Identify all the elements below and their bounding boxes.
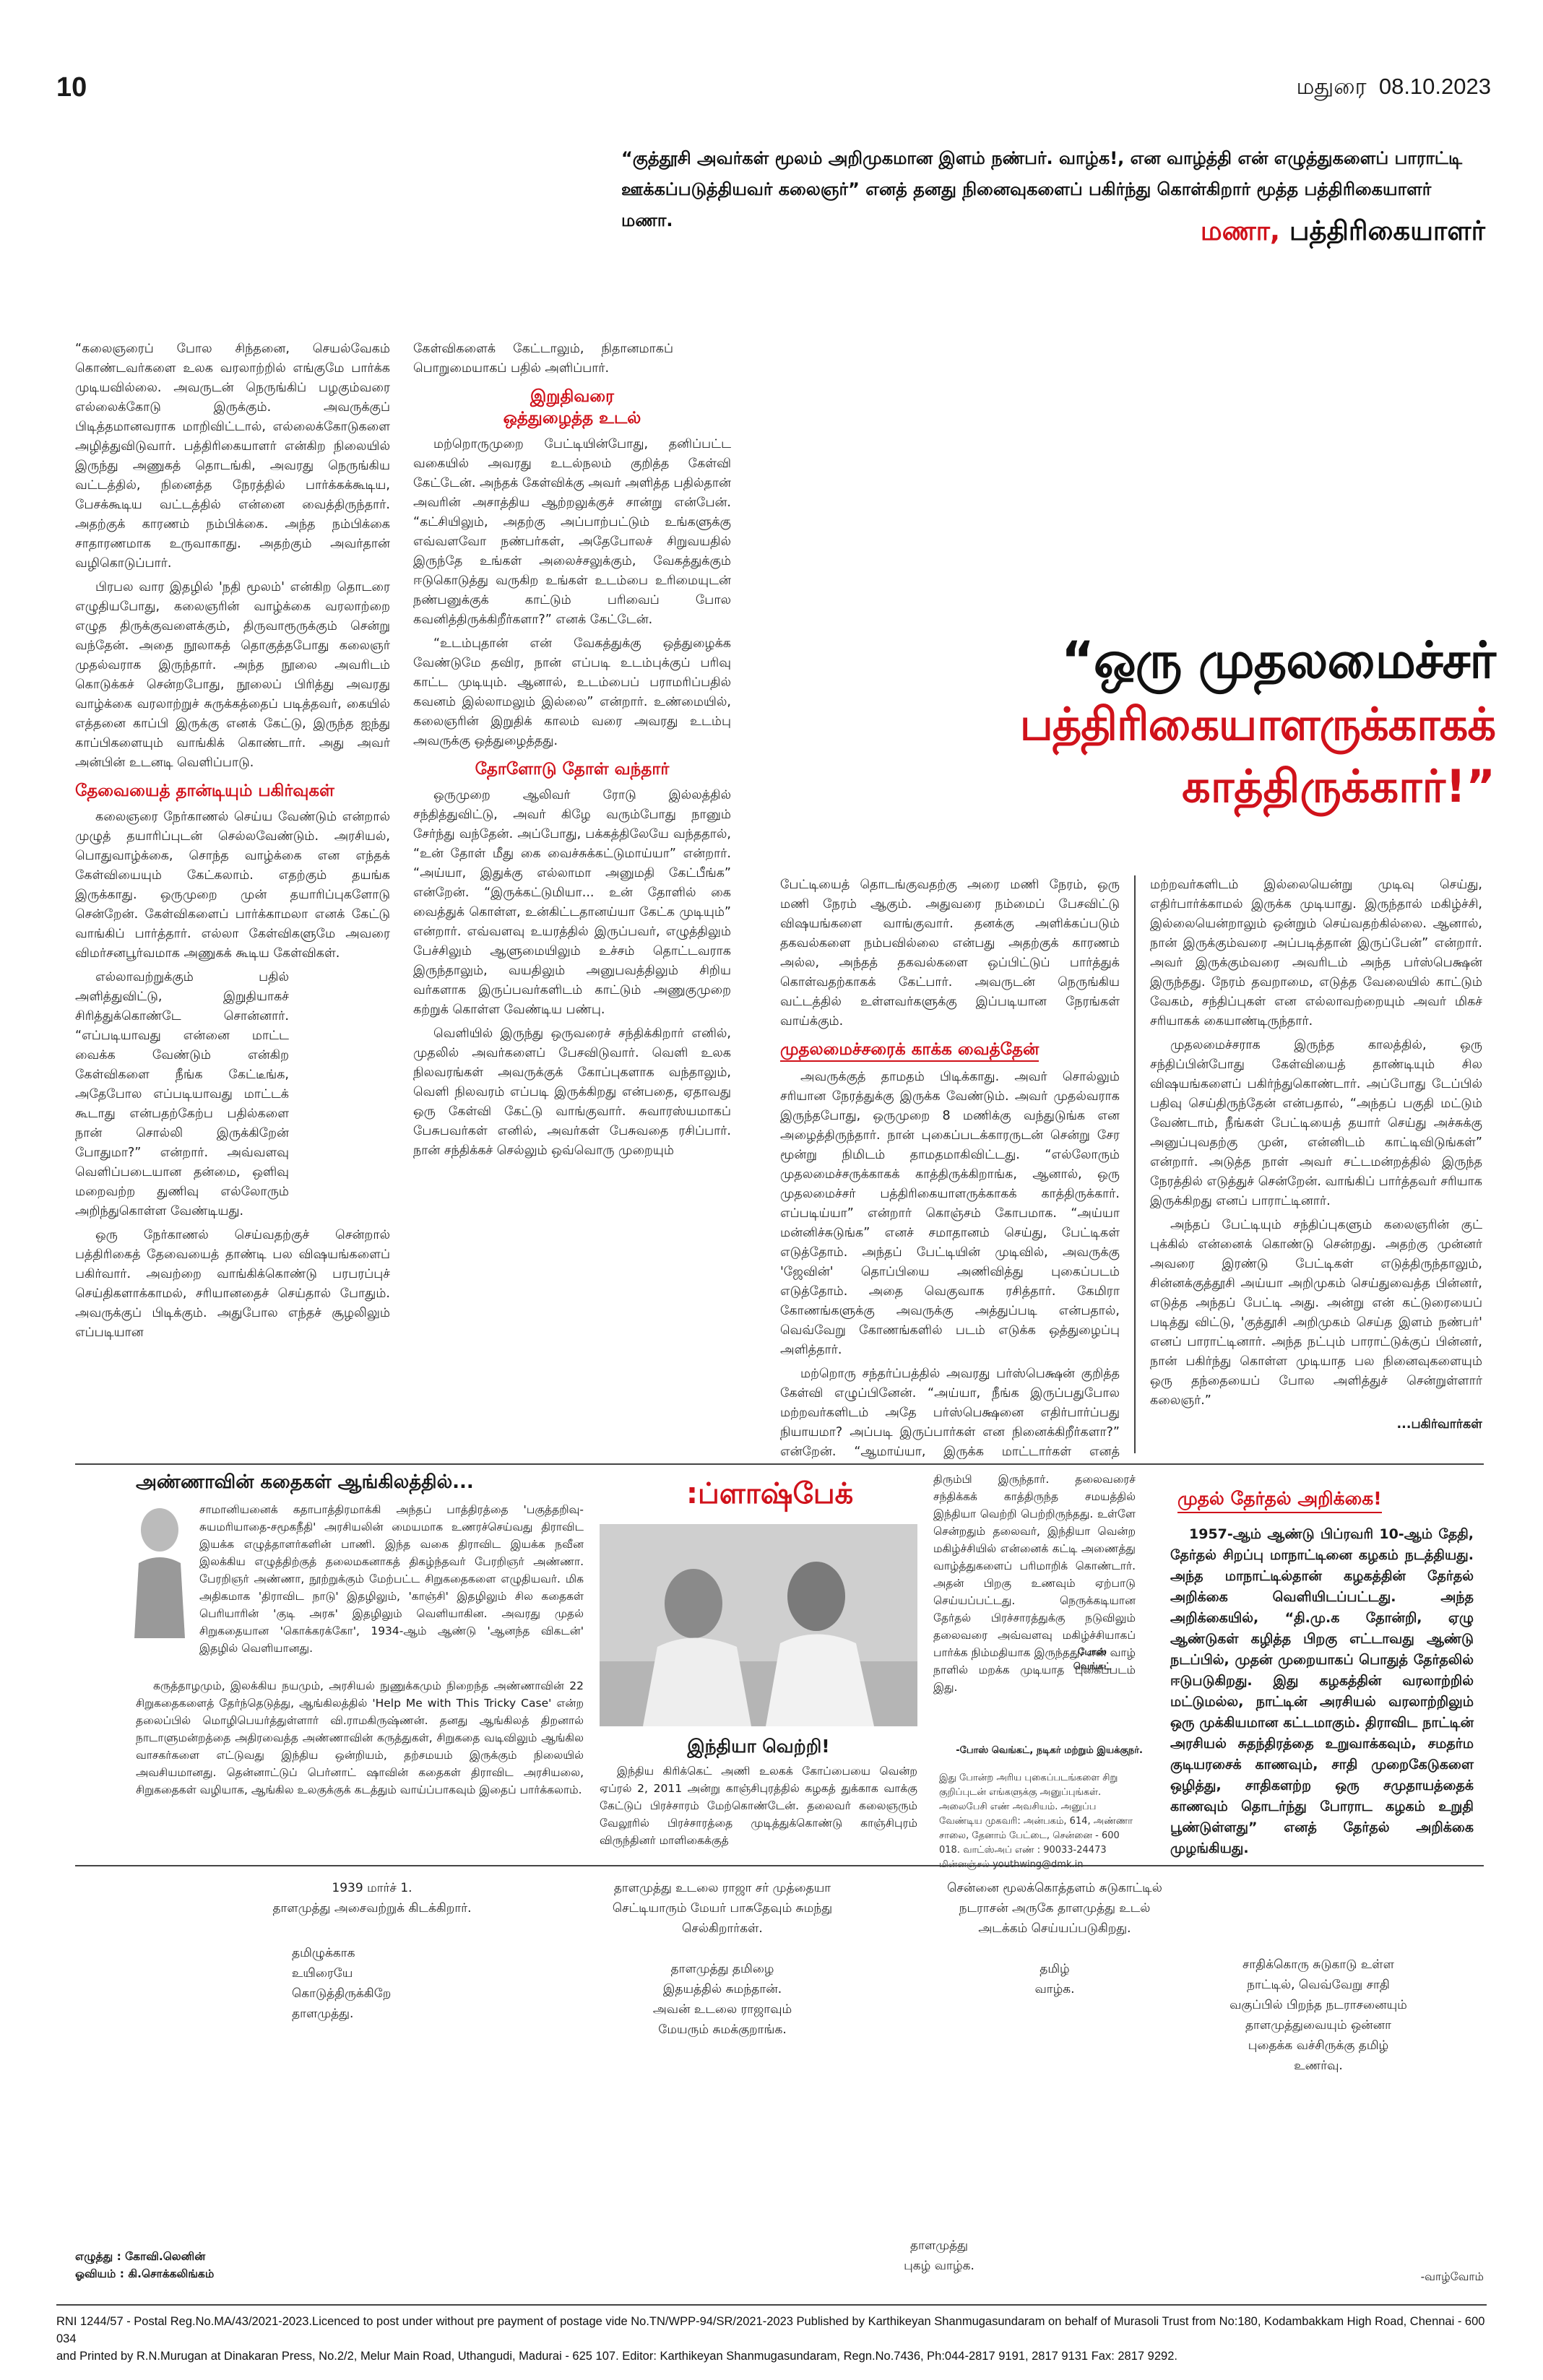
col2-subheading-1: இறுதிவரை ஒத்துழைத்த உடல்	[413, 386, 731, 429]
column-1: “கலைஞரைப் போல சிந்தனை, செயல்வேகம் கொண்டவ…	[75, 339, 390, 1459]
photo-label-2: வெங்கட்	[1073, 1661, 1112, 1672]
headline-line3: காத்திருக்கார்!”	[1182, 760, 1495, 813]
poem-a3: தமிழுக்காக	[292, 1946, 355, 1960]
india-section: இந்தியா வெற்றி! இந்திய கிரிக்கெட் அணி உல…	[600, 1734, 917, 1849]
poem-block-3: சென்னை மூலக்கொத்தளம் சுடுகாட்டில் நடராசன…	[917, 1878, 1192, 1999]
byline-name: மணா,	[1200, 215, 1281, 246]
headline: “ஒரு முதலமைச்சர் பத்திரிகையாளருக்காகக் க…	[780, 627, 1496, 818]
poem-d1: சாதிக்கொரு சுடுகாடு உள்ள	[1242, 1957, 1394, 1972]
anna-para-1: சாமானியனைக் கதாபாத்திரமாக்கி அந்தப் பாத்…	[199, 1503, 584, 1655]
poem-c3: அடக்கம் செய்யப்படுகிறது.	[978, 1921, 1131, 1936]
col4-para-1: மற்றவர்களிடம் இல்லையென்று முடிவு செய்து,…	[1150, 878, 1482, 1029]
col2-subheading-2: தோளோடு தோள் வந்தார்	[475, 760, 670, 779]
imprint-divider	[56, 2304, 1487, 2306]
col3-para-1: பேட்டியைத் தொடங்குவதற்கு அரை மணி நேரம், …	[780, 878, 1120, 1029]
poem-c1: சென்னை மூலக்கொத்தளம் சுடுகாட்டில்	[947, 1881, 1162, 1895]
col4-para-2: முதலமைச்சராக இருந்த காலத்தில், ஒரு சந்தி…	[1150, 1038, 1482, 1208]
col2-para-2: மற்றொருமுறை பேட்டியின்போது, தனிப்பட்ட வக…	[413, 437, 731, 627]
poem-a6: தாளமுத்து.	[292, 2007, 354, 2021]
poem-block-4: சாதிக்கொரு சுடுகாடு உள்ள நாட்டில், வெவ்வ…	[1199, 1955, 1438, 2076]
col1-para-3: கலைஞரை நேர்காணல் செய்ய வேண்டும் என்றால் …	[75, 810, 390, 961]
col3-subheading-text: முதலமைச்சரைக் காக்க வைத்தேன்	[780, 1039, 1040, 1062]
intro-quote: “குத்தூசி அவர்கள் மூலம் அறிமுகமான இளம் ந…	[621, 148, 1463, 230]
section-divider-2	[75, 1865, 1484, 1866]
poem-c4: தமிழ்	[1040, 1962, 1070, 1976]
col2-para-4: ஒருமுறை ஆலிவர் ரோடு இல்லத்தில் சந்தித்து…	[413, 788, 731, 1017]
credit-artist: ஓவியம் : கி.சொக்கலிங்கம்	[75, 2267, 215, 2280]
poem-b2: செட்டியாரும் மேயர் பாசுதேவும் சுமந்து	[612, 1901, 833, 1916]
col1-para-5: ஒரு நேர்காணல் செய்வதற்குச் சென்றால் பத்த…	[75, 1228, 390, 1340]
page-number: 10	[56, 72, 87, 103]
anna-section: அண்ணாவின் கதைகள் ஆங்கிலத்தில்... சாமானிய…	[127, 1468, 587, 1843]
india-credit: -போஸ் வெங்கட், நடிகர் மற்றும் இயக்குநர்.	[956, 1745, 1143, 1756]
photo-label: போஸ் வெங்கட்	[1056, 1645, 1128, 1674]
poem-sign: -வாழ்வோம்	[1420, 2270, 1484, 2283]
poem-b4: தாளமுத்து தமிழை	[670, 1962, 774, 1976]
photo-label-1: போஸ்	[1078, 1647, 1107, 1658]
column-2: கேள்விகளைக் கேட்டாலும், நிதானமாகப் பொறும…	[413, 339, 731, 1459]
col1-subheading: தேவையைத் தான்டியும் பகிர்வுகள்	[75, 782, 334, 800]
section-divider	[75, 1463, 1484, 1465]
col3-para-3: மற்றொரு சந்தர்ப்பத்தில் அவரது பர்ஸ்பெக்ஷ…	[780, 1367, 1120, 1459]
byline-role: பத்திரிகையாளர்	[1289, 215, 1485, 246]
election-title: முதல் தேர்தல் அறிக்கை!	[1177, 1488, 1382, 1513]
poem-a4: உயிரையே	[292, 1966, 353, 1981]
poem-e1: தாளமுத்து	[910, 2238, 968, 2253]
city-date: மதுரை 08.10.2023	[1296, 74, 1491, 99]
col1-para-2: பிரபல வார இதழில் 'நதி மூலம்' என்கிற தொடர…	[75, 580, 390, 770]
col4-sign: ...பகிர்வார்கள்	[1396, 1417, 1482, 1432]
india-para-1: இந்திய கிரிக்கெட் அணி உலகக் கோப்பையை வென…	[600, 1765, 917, 1847]
poem-a2: தாளமுத்து அசைவற்றுக் கிடக்கிறார்.	[272, 1901, 472, 1916]
imprint-line-2: and Printed by R.N.Murugan at Dinakaran …	[56, 2350, 1177, 2363]
imprint-line-1: RNI 1244/57 - Postal Reg.No.MA/43/2021-2…	[56, 2315, 1485, 2345]
headline-line1: “ஒரு முதலமைச்சர்	[1061, 631, 1496, 690]
col2-subheading-1b: ஒத்துழைத்த உடல்	[503, 409, 641, 428]
col3-para-2: அவருக்குத் தாமதம் பிடிக்காது. அவர் சொல்ல…	[780, 1070, 1120, 1357]
col2-para-5: வெளியில் இருந்து ஒருவரைச் சந்திக்கிறார் …	[413, 1026, 731, 1158]
anna-portrait-illustration	[127, 1501, 192, 1638]
headline-line2: பத்திரிகையாளருக்காகக்	[1019, 698, 1496, 750]
col1-para-1: “கலைஞரைப் போல சிந்தனை, செயல்வேகம் கொண்டவ…	[75, 342, 390, 571]
col2-para-1: கேள்விகளைக் கேட்டாலும், நிதானமாகப் பொறும…	[413, 342, 673, 376]
poem-e2: புகழ் வாழ்க.	[904, 2259, 974, 2273]
column-divider	[1134, 875, 1136, 1453]
poem-a1: 1939 மார்ச் 1.	[332, 1881, 412, 1895]
column-4: மற்றவர்களிடம் இல்லையென்று முடிவு செய்து,…	[1150, 875, 1482, 1459]
poem-b6: அவன் உடலை ராஜாவும்	[652, 2002, 792, 2017]
poem-block-2: தாளமுத்து உடலை ராஜா சர் முத்தையா செட்டிய…	[563, 1878, 881, 2040]
poem-b7: மேயரும் சுமக்குறாங்க.	[658, 2022, 787, 2037]
imprint: RNI 1244/57 - Postal Reg.No.MA/43/2021-2…	[56, 2313, 1494, 2365]
poem-a5: கொடுத்திருக்கிறே	[292, 1986, 392, 2001]
credit-writer: எழுத்து : கோவி.லெனின்	[75, 2250, 206, 2263]
byline: மணா, பத்திரிகையாளர்	[1201, 215, 1485, 250]
col4-para-3: அந்தப் பேட்டியும் சந்திப்புகளும் கலைஞரின…	[1150, 1218, 1482, 1408]
poem-d5: புதைக்க வச்சிருக்கு தமிழ்	[1248, 2038, 1389, 2053]
poem-block-1: 1939 மார்ச் 1. தாளமுத்து அசைவற்றுக் கிடக…	[217, 1878, 527, 2024]
poem-b5: இதயத்தில் சுமந்தான்.	[662, 1982, 782, 1996]
india-title: இந்தியா வெற்றி!	[687, 1736, 830, 1757]
col2-para-3: “உடம்புதான் என் வேகத்துக்கு ஒத்துழைக்க வ…	[413, 636, 731, 748]
credits: எழுத்து : கோவி.லெனின் ஓவியம் : கி.சொக்கல…	[75, 2248, 214, 2282]
poem-c2: நடராசன் அருகே தாளமுத்து உடல்	[959, 1901, 1151, 1916]
poem-b1: தாளமுத்து உடலை ராஜா சர் முத்தையா	[613, 1881, 831, 1895]
anna-title: அண்ணாவின் கதைகள் ஆங்கிலத்தில்...	[136, 1471, 474, 1493]
flashback-logo: :ப்ளாஷ்பேக்	[686, 1477, 854, 1510]
election-para: 1957-ஆம் ஆண்டு பிப்ரவரி 10-ஆம் தேதி, தேர…	[1170, 1526, 1474, 1856]
poem-d3: வகுப்பில் பிறந்த நடராசனையும்	[1229, 1998, 1407, 2012]
photo-notice: இது போன்ற அரிய புகைப்படங்களை சிறு குறிப்…	[939, 1773, 1133, 1870]
anna-para-2: கருத்தாழமும், இலக்கிய நயமும், அரசியல் நு…	[136, 1679, 584, 1796]
col2-subheading-1a: இறுதிவரை	[530, 387, 615, 406]
poem-d2: நாட்டில், வெவ்வேறு சாதி	[1247, 1978, 1390, 1992]
india-para-2: திரும்பி இருந்தார். தலைவரைச் சந்திக்கக் …	[933, 1473, 1136, 1694]
poem-c5: வாழ்க.	[1034, 1982, 1075, 1996]
poem-block-5: தாளமுத்து புகழ் வாழ்க.	[867, 2236, 1011, 2276]
col3-subheading: முதலமைச்சரைக் காக்க வைத்தேன்	[780, 1039, 1120, 1062]
column-3: பேட்டியைத் தொடங்குவதற்கு அரை மணி நேரம், …	[780, 875, 1120, 1459]
poem-d6: உணர்வு.	[1294, 2059, 1343, 2073]
flashback-photo	[600, 1524, 917, 1726]
poem-b3: செல்கிறார்கள்.	[682, 1921, 763, 1936]
col1-para-4: எல்லாவற்றுக்கும் பதில் அளித்துவிட்டு, இற…	[75, 970, 289, 1219]
poem-d4: தாளமுத்துவையும் ஒன்னா	[1245, 2018, 1392, 2033]
